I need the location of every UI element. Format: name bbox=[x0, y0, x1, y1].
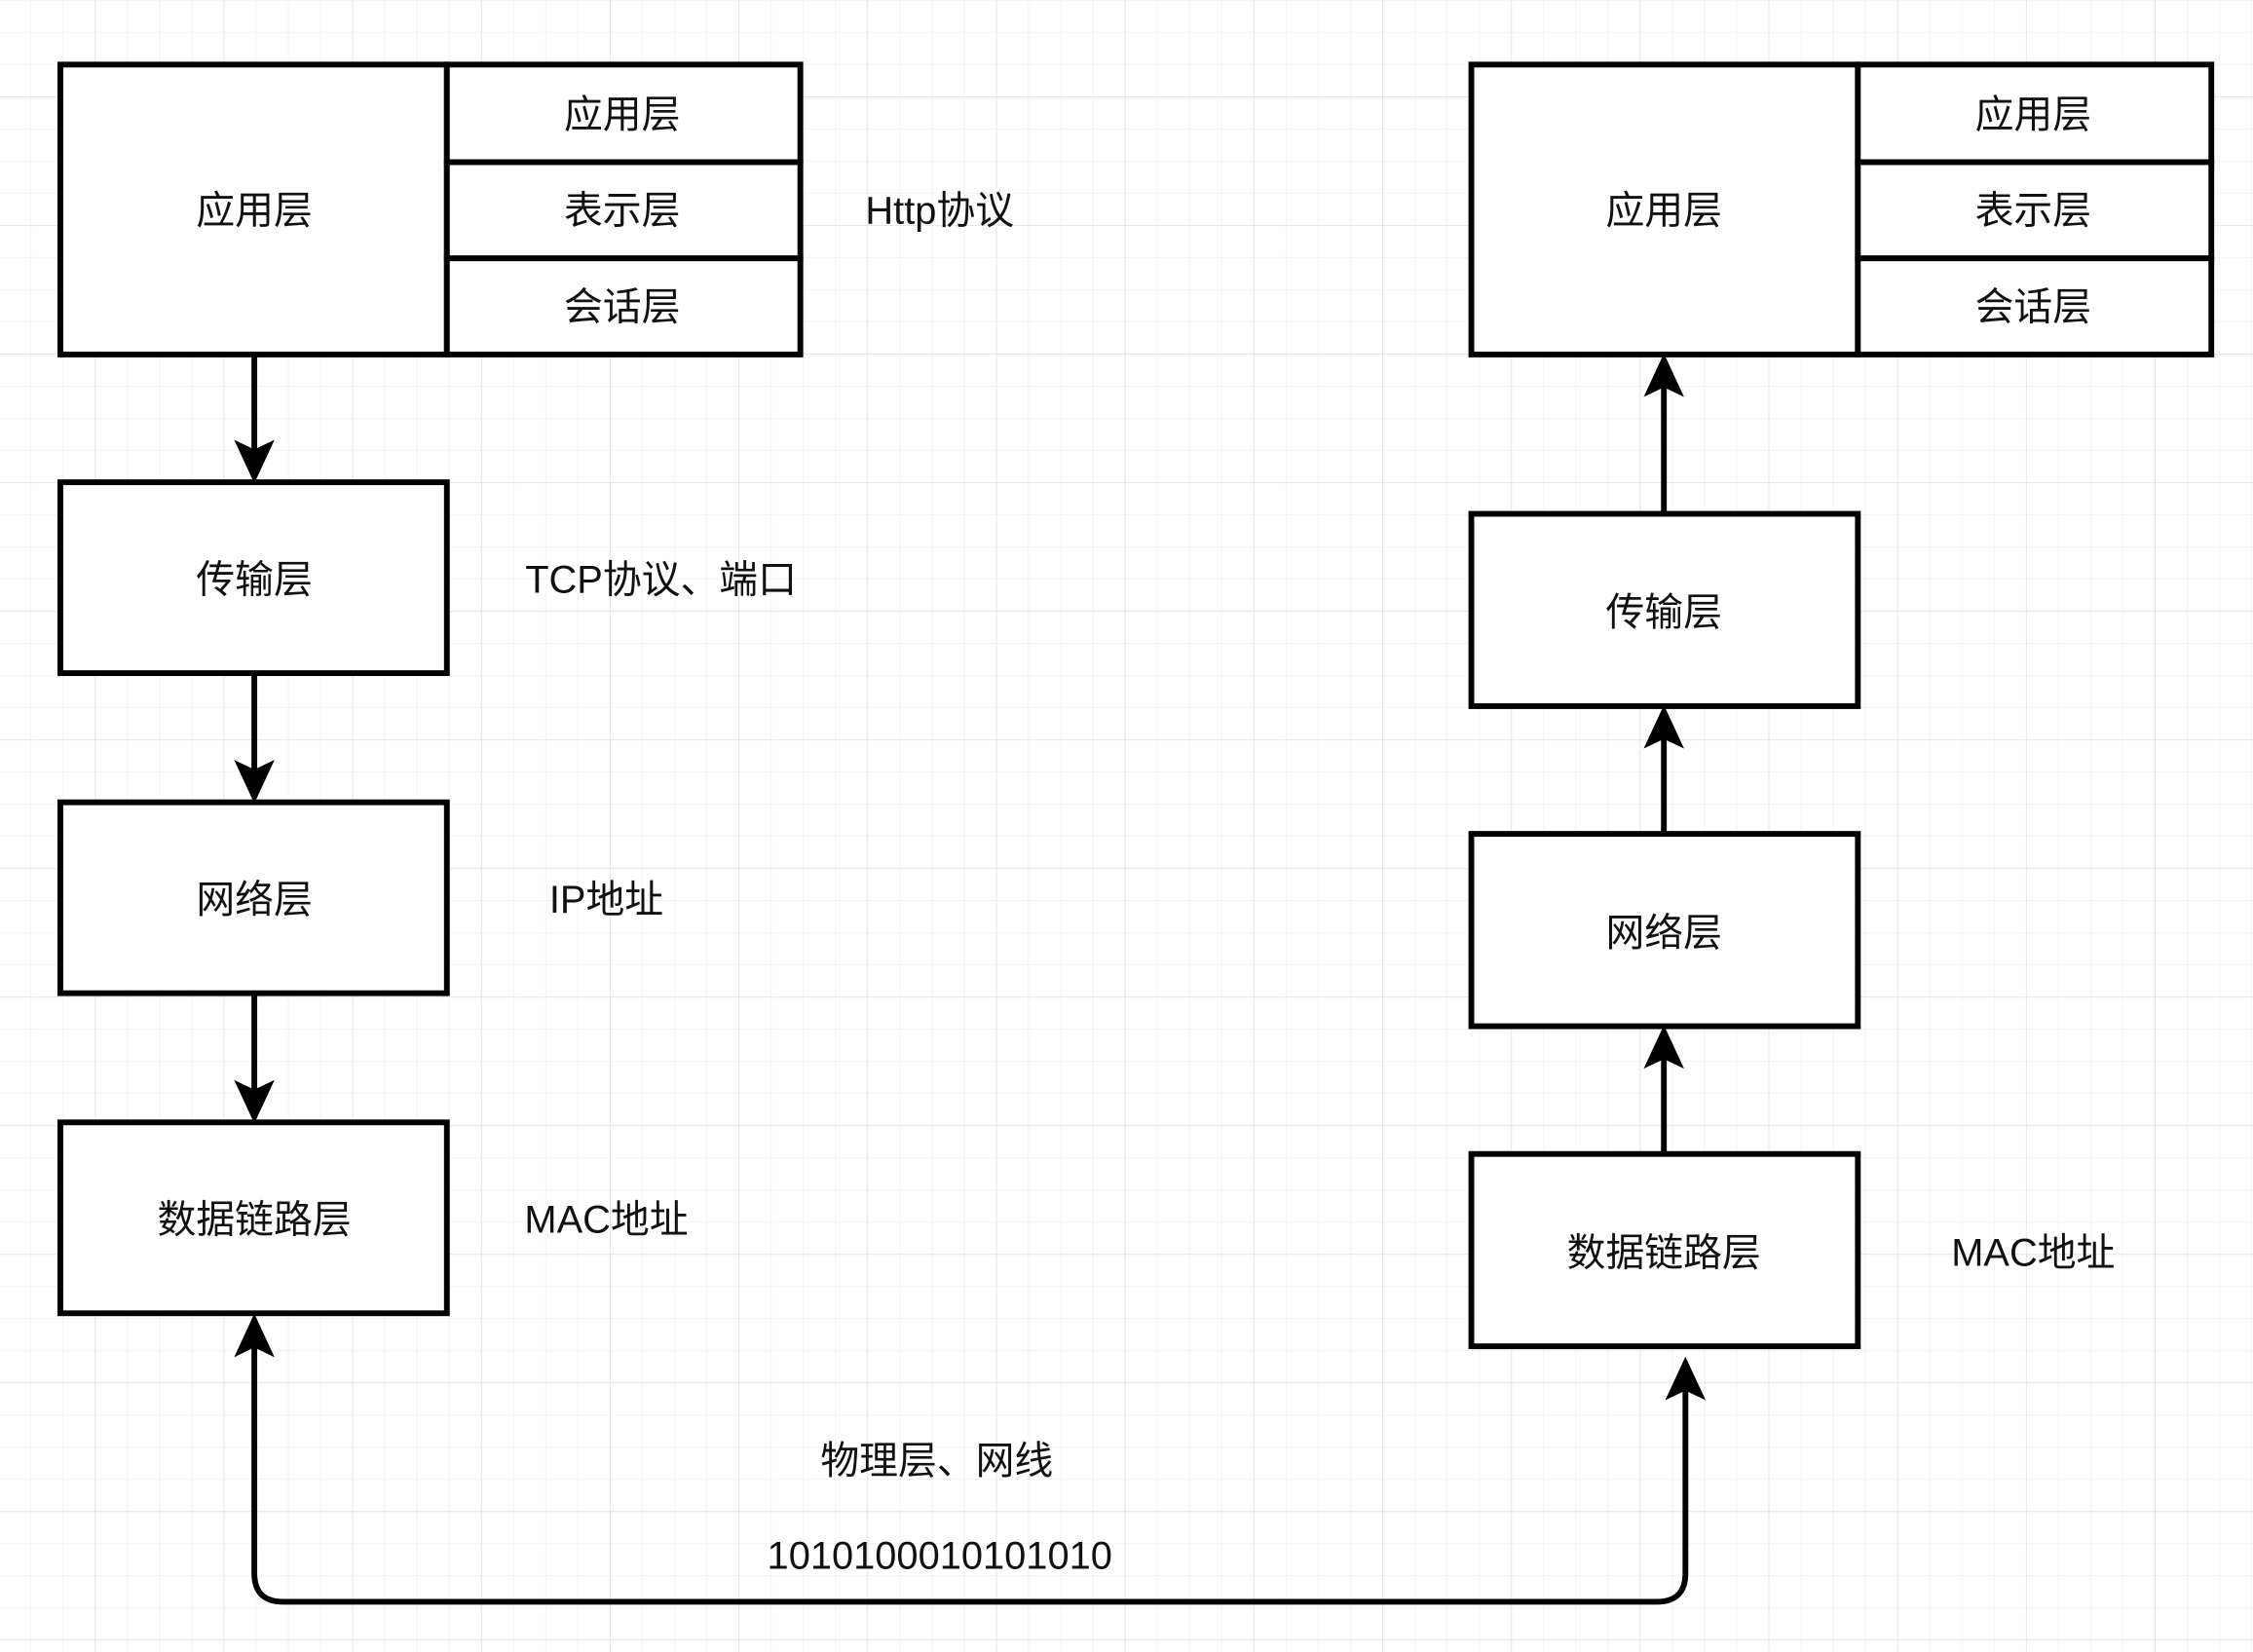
arrow-head-down bbox=[234, 1079, 275, 1124]
arrow-left-transport-to-network bbox=[234, 673, 275, 804]
left-application-main-cell bbox=[57, 61, 450, 357]
right-application-sub-label: 应用层 bbox=[1975, 94, 2091, 136]
right-transport-label: 传输层 bbox=[1605, 591, 1721, 634]
mac-address-left-annotation: MAC地址 bbox=[524, 1198, 688, 1241]
arrow-right-network-to-transport bbox=[1643, 704, 1684, 835]
arrow-head-down bbox=[234, 439, 275, 484]
arrow-head-up bbox=[1643, 704, 1684, 749]
left-presentation-sub-cell bbox=[443, 159, 804, 262]
right-application-main-label: 应用层 bbox=[1605, 190, 1721, 233]
arrow-left-network-to-datalink bbox=[234, 993, 275, 1124]
left-datalink-label: 数据链路层 bbox=[158, 1198, 352, 1241]
arrow-head-up bbox=[234, 1313, 275, 1358]
right-session-sub-cell bbox=[1855, 255, 2215, 357]
left-transport-layer: 传输层 bbox=[57, 479, 450, 677]
physical-layer-annotation: 物理层、网线 bbox=[820, 1440, 1053, 1483]
right-datalink-layer: 数据链路层 bbox=[1468, 1150, 1861, 1350]
left-application-sub-cell bbox=[443, 61, 804, 166]
mac-address-right-annotation: MAC地址 bbox=[1951, 1231, 2115, 1274]
arrow-head-down bbox=[234, 760, 275, 804]
bitstream-annotation: 1010100010101010 bbox=[768, 1534, 1112, 1577]
arrow-head-up bbox=[1665, 1356, 1707, 1401]
right-application-group: 应用层 应用层 表示层 会话层 bbox=[1468, 61, 2215, 357]
left-datalink-box bbox=[57, 1119, 450, 1317]
left-network-label: 网络层 bbox=[196, 879, 312, 921]
http-protocol-annotation: Http协议 bbox=[865, 190, 1014, 233]
left-datalink-layer: 数据链路层 bbox=[57, 1119, 450, 1317]
right-presentation-sub-label: 表示层 bbox=[1975, 190, 2091, 233]
right-datalink-label: 数据链路层 bbox=[1567, 1231, 1761, 1274]
left-application-main-label: 应用层 bbox=[196, 190, 312, 233]
tcp-port-annotation: TCP协议、端口 bbox=[525, 558, 797, 601]
right-network-layer: 网络层 bbox=[1468, 831, 1861, 1030]
arrow-head-up bbox=[1643, 353, 1684, 397]
right-datalink-box bbox=[1468, 1150, 1861, 1350]
physical-link-line bbox=[251, 1344, 1689, 1605]
right-network-label: 网络层 bbox=[1605, 912, 1721, 955]
right-presentation-sub-cell bbox=[1855, 159, 2215, 262]
right-network-box bbox=[1468, 831, 1861, 1030]
arrow-right-datalink-to-network bbox=[1643, 1025, 1684, 1154]
left-transport-box bbox=[57, 479, 450, 677]
arrow-head-up bbox=[1643, 1025, 1684, 1070]
left-network-layer: 网络层 bbox=[57, 799, 450, 996]
right-transport-box bbox=[1468, 510, 1861, 709]
physical-link-connector bbox=[234, 1313, 1707, 1605]
right-transport-layer: 传输层 bbox=[1468, 510, 1861, 709]
left-application-sub-label: 应用层 bbox=[564, 94, 680, 136]
left-session-sub-cell bbox=[443, 255, 804, 357]
right-application-sub-cell bbox=[1855, 61, 2215, 166]
left-session-sub-label: 会话层 bbox=[564, 285, 680, 328]
left-transport-label: 传输层 bbox=[196, 558, 312, 601]
right-session-sub-label: 会话层 bbox=[1975, 285, 2091, 328]
left-presentation-sub-label: 表示层 bbox=[564, 190, 680, 233]
arrow-right-transport-to-application bbox=[1643, 353, 1684, 514]
arrow-left-application-to-transport bbox=[234, 354, 275, 484]
ip-address-annotation: IP地址 bbox=[549, 879, 663, 921]
left-application-group: 应用层 应用层 表示层 会话层 bbox=[57, 61, 804, 357]
